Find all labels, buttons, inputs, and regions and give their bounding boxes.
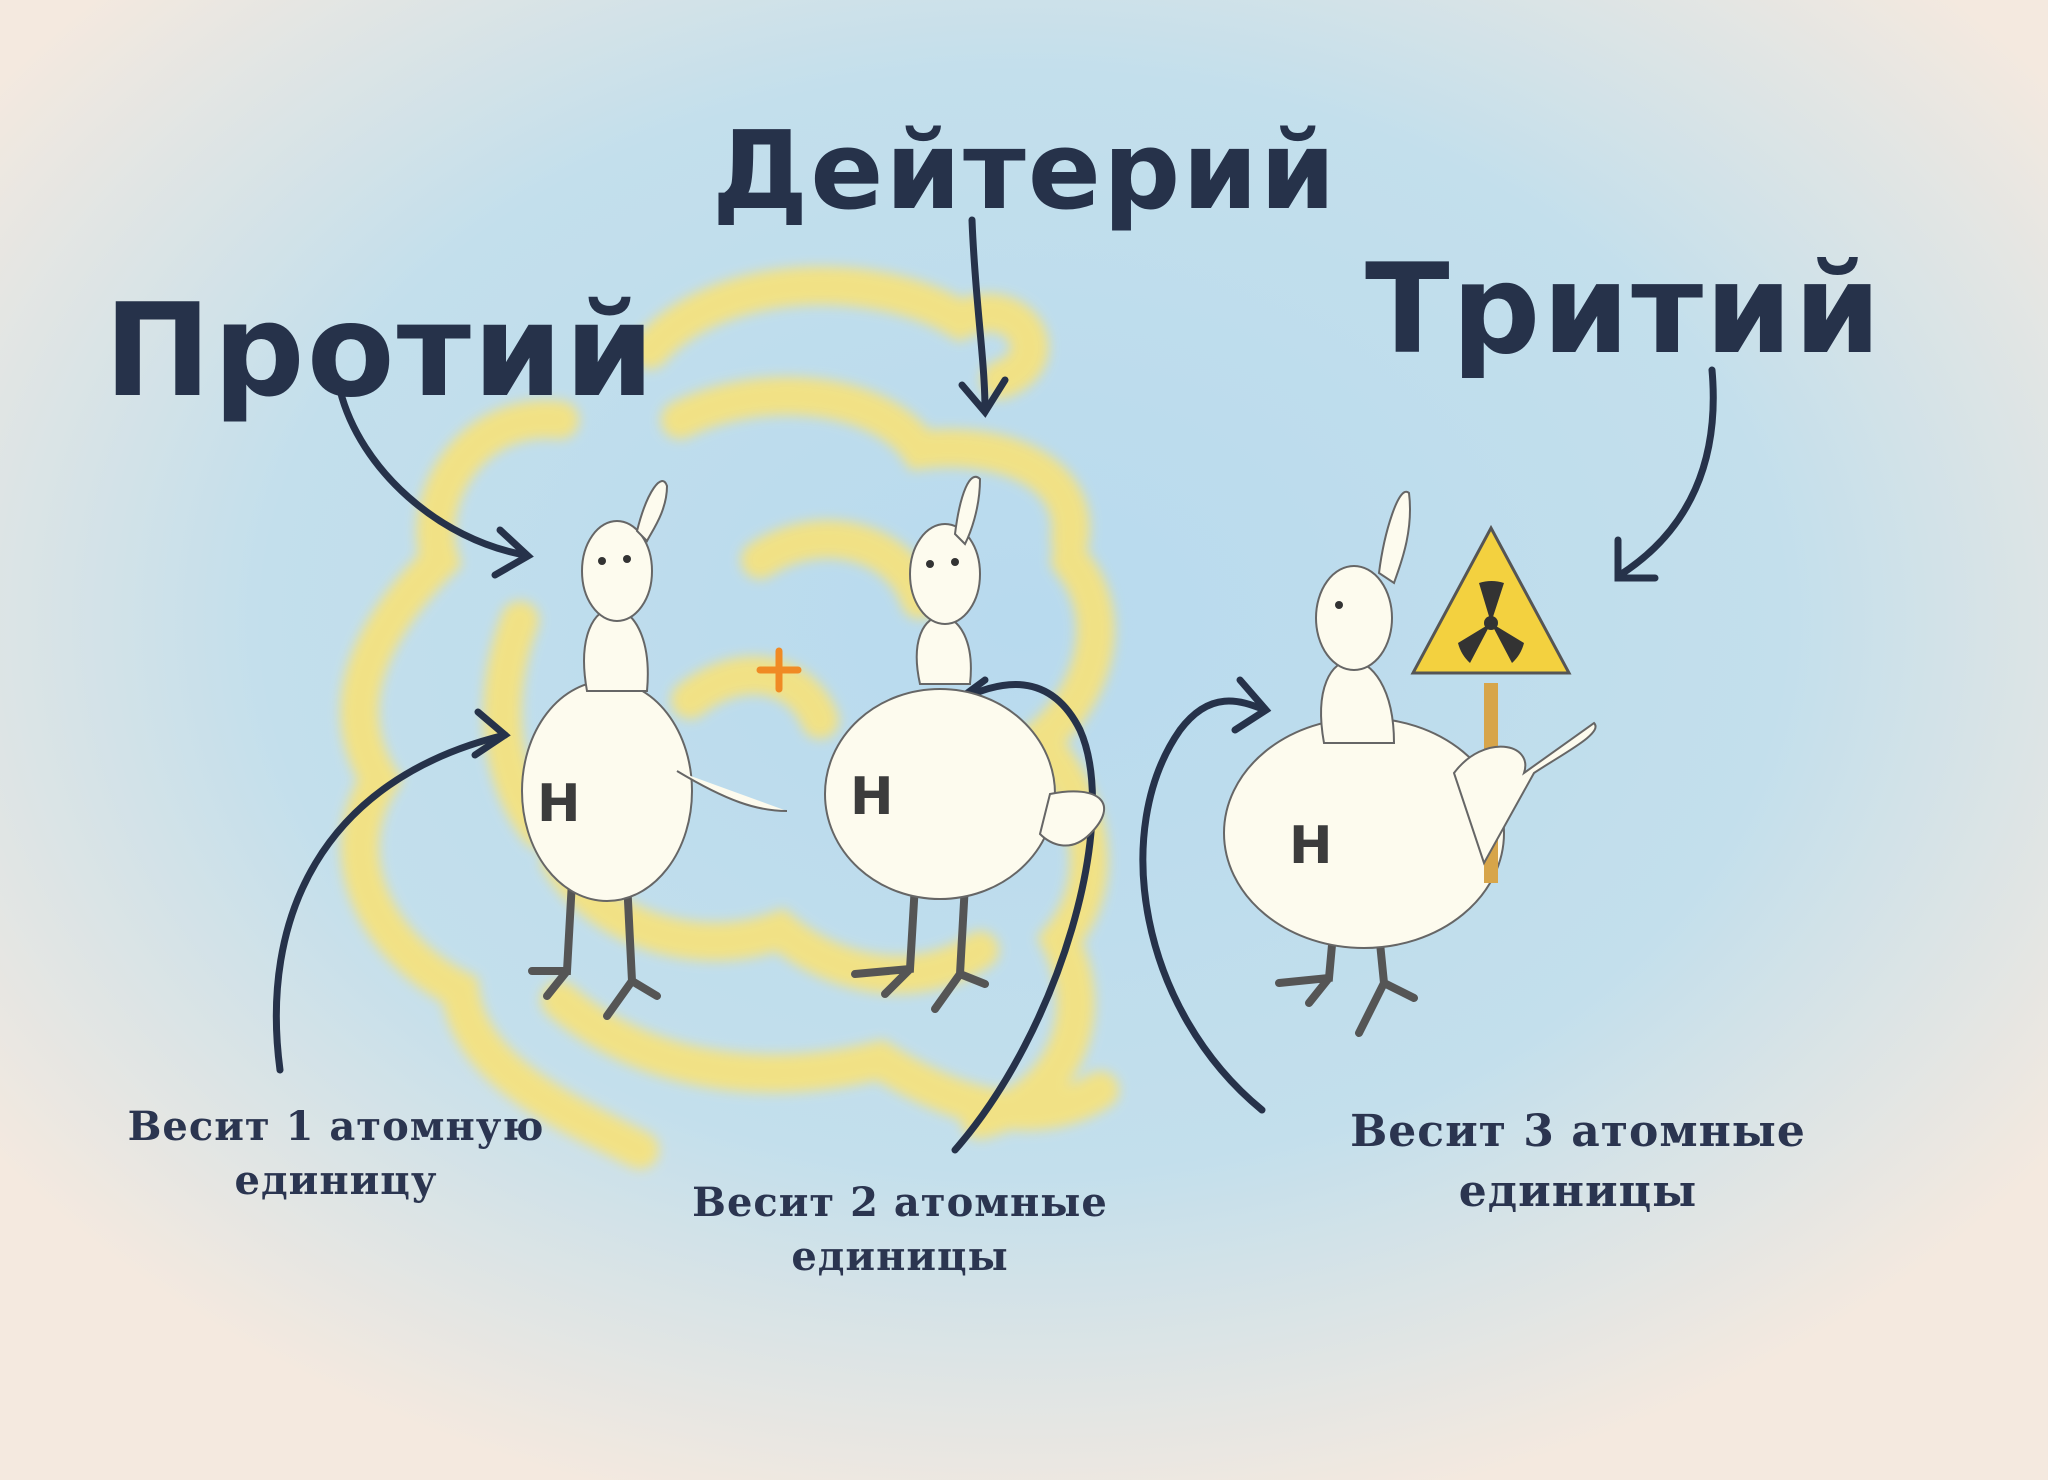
arrow-deuterium-caption (951, 681, 1096, 1154)
chicken-deuterium: H (824, 476, 1106, 1013)
arrow-protium-caption (272, 731, 509, 1074)
caption-line: единицы (791, 1233, 1009, 1280)
caption-line: единицы (1458, 1166, 1698, 1217)
chicken-tritium: H (1223, 490, 1597, 1037)
arrow-tritium-title (1616, 366, 1717, 579)
arrow-protium-title (336, 386, 529, 559)
arrow-deuterium-title (968, 216, 989, 414)
chicken-protium: H (521, 480, 788, 1020)
plus-sign (756, 647, 802, 693)
title-protium: Протий (104, 277, 656, 426)
caption-protium: Весит 1 атомную единицу (116, 1100, 556, 1208)
chicken-label: H (537, 774, 581, 834)
chicken-label: H (850, 767, 894, 827)
caption-line: единицу (234, 1157, 438, 1204)
title-tritium: Тритий (1365, 238, 1883, 382)
caption-deuterium: Весит 2 атомные единицы (680, 1176, 1120, 1284)
glow-swirls (340, 266, 1119, 1169)
caption-line: Весит 2 атомные (692, 1179, 1108, 1226)
caption-tritium: Весит 3 атомные единицы (1348, 1102, 1808, 1222)
caption-line: Весит 1 атомную (127, 1103, 545, 1150)
arrows (272, 216, 1717, 1154)
chicken-label: H (1289, 816, 1333, 876)
caption-line: Весит 3 атомные (1350, 1106, 1806, 1157)
title-deuterium: Дейтерий (712, 109, 1338, 234)
arrow-tritium-caption (1139, 697, 1269, 1114)
